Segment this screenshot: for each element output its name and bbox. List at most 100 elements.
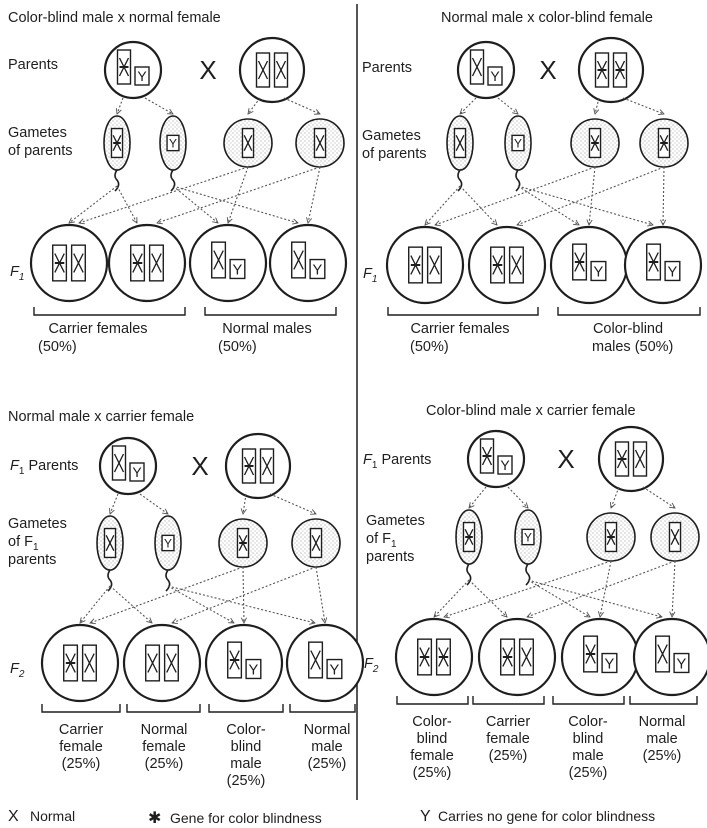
panel-3-gamete-2-tail: [165, 569, 171, 592]
panel-4-arrow-gamete-4: [527, 579, 662, 617]
panel-1-arrow-gamete-1: [69, 185, 118, 223]
panel-4-offspring-1-circle: [394, 617, 474, 697]
panel-1-offspring-3-circle: [188, 223, 268, 303]
panel-1-parent-female-circle: [238, 36, 306, 104]
panel-2-parents-label: Parents: [362, 60, 412, 76]
panel-4-offspring-3-chrom-2: [601, 652, 618, 674]
panel-3-group-2-line-2: female: [142, 739, 186, 755]
panel-1-arrow-gamete-8: [308, 166, 321, 223]
panel-3-group-3-line-2: blind: [230, 739, 262, 755]
panel-4-bracket-1: [396, 696, 469, 705]
panel-3-group-4-line-2: male: [311, 739, 343, 755]
panel-3-bracket-3: [208, 704, 284, 713]
panel-4-group-3-line-3: male: [572, 748, 604, 764]
panel-3-parent-female-chrom-2-stroke-b: [261, 456, 273, 476]
panel-4-group-2-line-2: female: [486, 731, 530, 747]
panel-4-parents-label: F1 Parents: [363, 452, 432, 471]
panel-1-group-1-line-1: Carrier females: [48, 321, 148, 337]
panel-3-offspring-2-circle: [122, 623, 202, 703]
panel-4-gamete-2-chrom: [521, 528, 535, 546]
panel-4-group-1-line-4: (25%): [412, 765, 452, 781]
panel-1-gamete-1-tail: [114, 169, 120, 192]
panel-4-offspring-2-chrom-2-stroke-b: [521, 647, 532, 667]
panel-4-arrow-gamete-1: [434, 579, 470, 617]
panel-1-generation-label: F1: [10, 264, 25, 283]
panel-1-offspring-3-chrom-2-symbol: Y: [233, 262, 243, 278]
panel-4-arrow-gamete-7: [527, 560, 676, 617]
panel-1-gamete-2-chrom: [166, 134, 180, 152]
panel-3-arrow-parent-4: [269, 493, 316, 514]
panel-4-parent-female-circle: [597, 425, 665, 493]
panel-2-offspring-1-circle: [385, 225, 465, 305]
panel-3-gamete-2-chrom: [161, 534, 175, 552]
panel-1-cross-symbol: X: [199, 55, 216, 85]
panel-3-arrow-gamete-5: [90, 566, 244, 623]
panel-2-gametes-label-2: of parents: [362, 146, 427, 162]
panel-2-arrow-gamete-8: [663, 166, 664, 225]
panel-1-offspring-1-chrom-2-stroke-b: [73, 253, 84, 273]
panel-3-group-3-line-3: male: [230, 756, 262, 772]
panel-3-group-4-line-3: (25%): [307, 756, 347, 772]
legend-colorblind-gene: ✱Gene for color blindness: [148, 808, 322, 828]
panel-3-group-2-line-1: Normal: [140, 722, 188, 738]
panel-4-gametes-label-2: of F1: [366, 531, 397, 550]
panel-4-arrow-gamete-6: [600, 560, 612, 617]
panel-1-offspring-2-chrom-2-stroke-b: [151, 253, 162, 273]
panel-4-gamete-2-tail: [525, 563, 531, 586]
panel-1-arrow-gamete-7: [157, 166, 321, 223]
panel-2-offspring-3-circle: [549, 225, 629, 305]
panel-2-offspring-2-chrom-2-stroke-b: [511, 255, 522, 275]
panel-2-parent-male-circle: [456, 40, 516, 100]
panel-4-bracket-4: [629, 696, 698, 705]
panel-3-group-1-line-1: Carrier: [58, 722, 104, 738]
panel-2-arrow-gamete-1: [425, 185, 461, 225]
panel-1-arrow-gamete-6: [228, 166, 249, 223]
panel-2-arrow-gamete-3: [517, 185, 579, 225]
panel-2-title: Normal male x color-blind female: [441, 10, 653, 26]
panel-3-parent-female-circle: [224, 432, 292, 500]
panel-1-title: Color-blind male x normal female: [8, 10, 221, 26]
panel-4-group-3-line-2: blind: [572, 731, 604, 747]
panel-4-group-4-line-2: male: [646, 731, 678, 747]
panel-3-title: Normal male x carrier female: [8, 409, 195, 425]
panel-3-arrow-gamete-3: [167, 585, 234, 623]
panel-2-arrow-parent-4: [622, 97, 664, 114]
panel-2-group-1-line-1: Carrier females: [410, 321, 510, 337]
panel-4-arrow-parent-3: [611, 486, 620, 508]
panel-3-gamete-1-chrom-stroke-b: [105, 535, 115, 551]
panel-1-arrow-gamete-2: [116, 185, 137, 223]
panel-2-gamete-2-tail: [515, 169, 521, 192]
panel-3-group-2-line-3: (25%): [144, 756, 184, 772]
panel-4-gamete-4-chrom-stroke-b: [670, 529, 680, 545]
panel-3-offspring-4-circle: [285, 623, 365, 703]
legend-y-symbol: Y: [420, 808, 431, 825]
panel-3-parent-male-circle: [98, 436, 158, 496]
panel-2-cross-symbol: X: [539, 55, 556, 85]
panel-2-parent-male-chrom-2: [487, 66, 503, 86]
panel-3-offspring-1-chrom-2-stroke-b: [84, 653, 95, 673]
panel-2-parent-male-chrom-2-symbol: Y: [490, 68, 500, 84]
panel-4-offspring-4-circle: [632, 617, 707, 697]
panel-4-offspring-4-chrom-1-stroke-b: [657, 644, 668, 664]
panel-1-gamete-2-tail: [170, 169, 176, 192]
panel-1-bracket-2: [204, 307, 337, 316]
panel-2-gamete-1-tail: [457, 169, 463, 192]
panel-4-group-2-line-1: Carrier: [485, 714, 531, 730]
panel-2-arrow-gamete-7: [517, 166, 665, 225]
panel-4-group-4-line-3: (25%): [642, 748, 682, 764]
panel-1-offspring-4-circle: [268, 223, 348, 303]
legend-normal-label: Normal: [30, 808, 76, 824]
panel-3-offspring-3-chrom-2-symbol: Y: [249, 662, 259, 678]
panel-3-arrow-parent-2: [139, 493, 168, 514]
panel-1-offspring-3-chrom-2: [229, 258, 246, 280]
panel-1-arrow-gamete-3: [172, 185, 218, 223]
panel-2-bracket-1: [387, 307, 539, 316]
panel-2-offspring-4-chrom-2: [664, 260, 681, 282]
panel-1-offspring-4-chrom-2: [309, 258, 326, 280]
panel-1-gametes-label-2: of parents: [8, 143, 73, 159]
panel-2-arrow-gamete-5: [435, 166, 596, 225]
